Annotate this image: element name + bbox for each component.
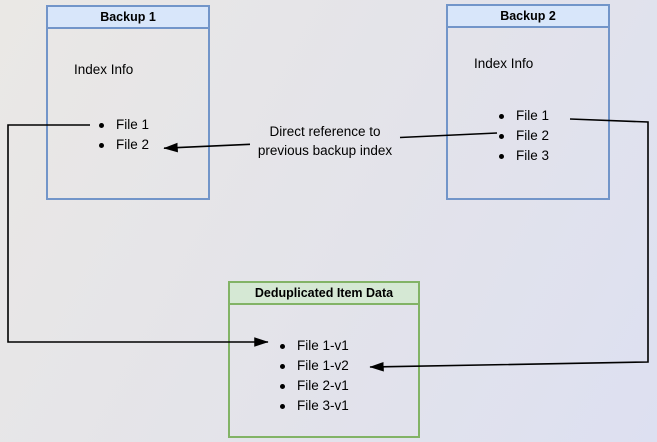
list-item: File 3-v1 xyxy=(280,396,349,416)
direct-reference-edge-label: Direct reference to previous backup inde… xyxy=(250,123,400,160)
list-item: File 2 xyxy=(99,135,149,155)
list-item: File 1 xyxy=(99,115,149,135)
list-item: File 2-v1 xyxy=(280,376,349,396)
backup1-index-info-label: Index Info xyxy=(74,62,134,77)
backup1-node: Backup 1 Index Info File 1 File 2 xyxy=(46,5,210,200)
list-item: File 1-v1 xyxy=(280,336,349,356)
list-item: File 1-v2 xyxy=(280,356,349,376)
backup2-title: Backup 2 xyxy=(448,6,608,28)
dedup-file-list: File 1-v1 File 1-v2 File 2-v1 File 3-v1 xyxy=(280,336,349,416)
dedup-title: Deduplicated Item Data xyxy=(230,283,418,305)
dedup-node: Deduplicated Item Data File 1-v1 File 1-… xyxy=(228,281,420,438)
edge-label-line1: Direct reference to xyxy=(269,124,381,139)
backup2-node: Backup 2 Index Info File 1 File 2 File 3 xyxy=(446,4,610,200)
backup1-file-list: File 1 File 2 xyxy=(99,115,149,155)
list-item: File 2 xyxy=(499,126,549,146)
edge-label-line2: previous backup index xyxy=(257,142,393,158)
backup2-file-list: File 1 File 2 File 3 xyxy=(499,106,549,166)
backup1-title: Backup 1 xyxy=(48,7,208,29)
list-item: File 1 xyxy=(499,106,549,126)
backup2-index-info-label: Index Info xyxy=(474,56,534,71)
list-item: File 3 xyxy=(499,146,549,166)
